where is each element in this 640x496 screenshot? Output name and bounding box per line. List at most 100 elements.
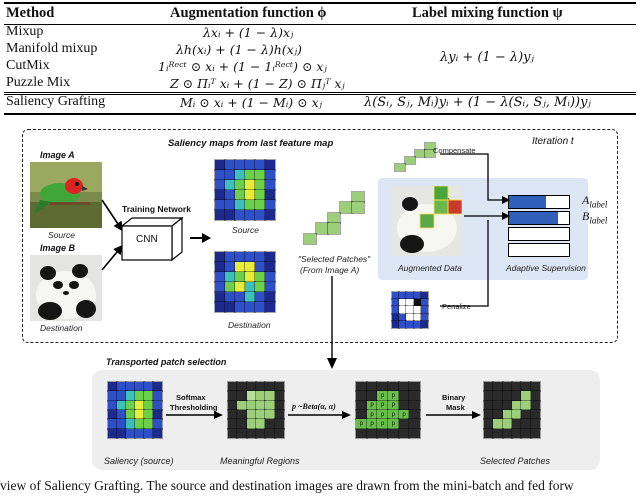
sample-cell: p (387, 390, 400, 402)
selected-cell (529, 408, 542, 421)
transport-saliency-map (107, 380, 163, 440)
patch-cell (352, 234, 364, 244)
header-method: Method (6, 5, 55, 21)
region-cell (254, 390, 267, 402)
saliency-cell (264, 159, 276, 171)
mask-cell (419, 290, 430, 301)
region-cell (236, 380, 248, 393)
arrow-3 (426, 411, 481, 419)
patch-cell (395, 150, 405, 157)
row-method-manifold: Manifold mixup (6, 41, 98, 56)
table-header-rule (4, 24, 636, 25)
header-label-mixing: Label mixing function ψ (412, 5, 563, 21)
sample-cell (408, 427, 421, 440)
table-bottom-rule (4, 113, 636, 115)
transport-title: Transported patch selection (106, 357, 227, 367)
selected-cell (529, 418, 542, 430)
destination-saliency-map (214, 251, 276, 313)
selected-cell (492, 380, 504, 393)
mask-cell (412, 290, 422, 301)
supervision-arrows (440, 153, 510, 307)
mask-cell (412, 319, 422, 330)
patch-cell (395, 157, 405, 164)
cnn-box (120, 216, 184, 262)
mask-cell (390, 290, 401, 301)
sample-cell: p (387, 418, 400, 430)
mask-cell (398, 305, 408, 315)
selected-cell (510, 399, 523, 412)
selected-cell (520, 390, 532, 402)
saliency-cell (244, 189, 256, 201)
saliency-cell (224, 189, 236, 201)
b-label-bar (508, 211, 570, 225)
saliency-cell (116, 418, 127, 430)
mask-cell (390, 298, 401, 308)
patch-cell (316, 192, 328, 202)
region-cell (236, 390, 248, 402)
region-cell (245, 408, 258, 421)
saliency-cell (234, 281, 246, 293)
saliency-cell (224, 199, 236, 211)
binary-label: Binary (442, 393, 466, 402)
saliency-cell (244, 271, 256, 283)
saliency-cell (234, 199, 246, 211)
saliency-cell (254, 179, 266, 191)
patch-cell (394, 163, 406, 172)
sample-cell (397, 380, 411, 393)
selected-patches-stairs (303, 190, 365, 246)
sample-cell (408, 408, 421, 421)
selected-cell (501, 390, 514, 402)
sample-cell (365, 380, 379, 393)
sample-cell: p (365, 418, 379, 430)
region-cell (226, 408, 239, 421)
sample-cell (397, 399, 411, 412)
image-a-source-label: Source (48, 230, 75, 240)
row-method-cutmix: CutMix (6, 58, 50, 73)
saliency-cell (234, 291, 246, 303)
selected-cell (529, 390, 542, 402)
sample-cell (397, 390, 411, 402)
shared-label-mixing: λyᵢ + (1 − λ)yⱼ (440, 50, 534, 65)
patch-cell (328, 202, 340, 212)
region-cell (264, 408, 276, 421)
sample-cell: p (387, 399, 400, 412)
sample-cell (408, 399, 421, 412)
sample-cell (408, 390, 421, 402)
patch-cell (404, 156, 416, 165)
mask-cell (419, 298, 430, 308)
saliency-cell (264, 261, 276, 273)
selected-cell (520, 380, 532, 393)
saliency-cell (234, 189, 246, 201)
region-cell (236, 399, 248, 412)
saliency-cell (214, 261, 226, 273)
patch-cell (315, 222, 329, 235)
patch-cell (328, 234, 340, 244)
region-cell (236, 427, 248, 440)
table-mid-rule (4, 92, 636, 93)
selected-cell (510, 390, 523, 402)
region-cell (226, 399, 239, 412)
softmax-label: Softmax (176, 393, 206, 402)
saliency-cell (152, 408, 163, 421)
destination-map-label: Destination (228, 320, 271, 330)
saliency-cell (134, 427, 145, 440)
saliency-cell (264, 291, 276, 303)
saliency-cell (244, 251, 256, 263)
selected-patches-bottom-label: Selected Patches (480, 456, 551, 466)
saliency-cell (244, 291, 256, 303)
sample-cell: p (376, 390, 389, 402)
region-cell (254, 380, 267, 393)
patch-cell (415, 143, 425, 150)
row-method-puzzlemix: Puzzle Mix (6, 75, 71, 90)
selected-cell (520, 418, 532, 430)
meaningful-regions-map (226, 380, 286, 440)
region-cell (245, 390, 258, 402)
panda-image (30, 255, 102, 321)
saliency-cell (107, 408, 118, 421)
selected-patches-map (482, 380, 542, 440)
patch-cell (328, 192, 340, 202)
arrow-2 (288, 411, 351, 419)
mask-cell (419, 319, 430, 330)
patch-cell (316, 213, 328, 223)
patch-cell (340, 192, 352, 202)
